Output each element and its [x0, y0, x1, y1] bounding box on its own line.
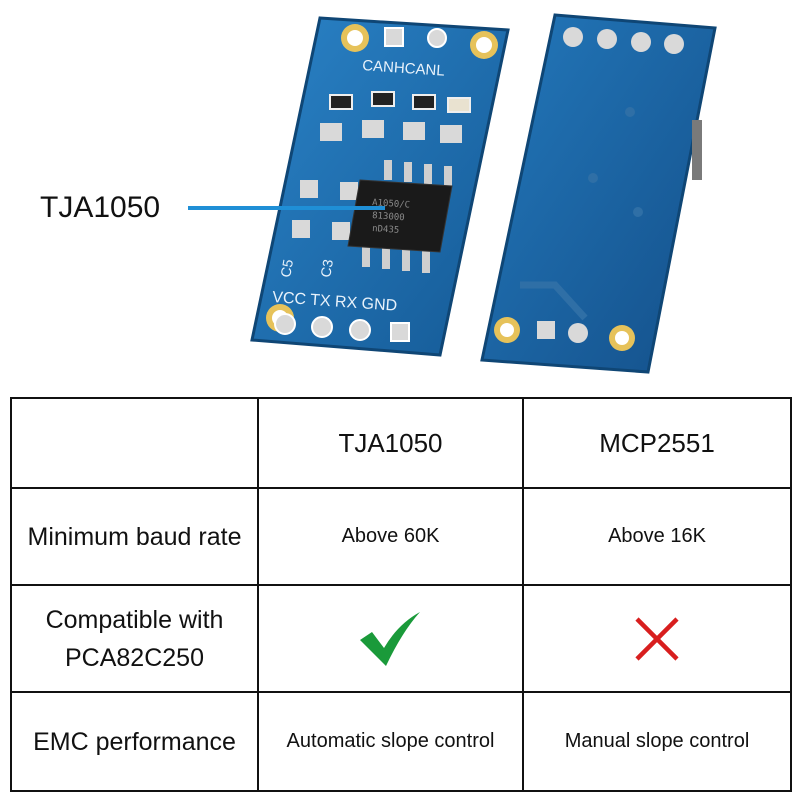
- row-label-line: Compatible with: [45, 605, 224, 634]
- table-row: Minimum baud rate Above 60K Above 16K: [10, 487, 792, 586]
- check-icon: [359, 611, 420, 666]
- tja1050-compatibility: [257, 584, 524, 693]
- header-tja1050: TJA1050: [257, 397, 524, 489]
- row-label-baud-rate: Minimum baud rate: [10, 487, 259, 586]
- row-label-line: EMC performance: [33, 727, 236, 756]
- header-empty-cell: [10, 397, 259, 489]
- row-label-compatibility: Compatible with PCA82C250: [10, 584, 259, 693]
- mcp2551-baud-rate: Above 16K: [522, 487, 792, 586]
- chip-callout-label: TJA1050: [40, 191, 161, 224]
- table-row: Compatible with PCA82C250: [10, 584, 792, 693]
- table-row: EMC performance Automatic slope control …: [10, 691, 792, 792]
- front-board: CANHCANL A1050/C 813000 nD435 C5 C3 VCC …: [250, 16, 510, 357]
- back-board: [480, 13, 717, 374]
- comparison-table: TJA1050 MCP2551 Minimum baud rate Above …: [10, 397, 792, 792]
- board-silk-c3: C3: [317, 258, 336, 279]
- row-label-line: PCA82C250: [65, 643, 204, 672]
- svg-text:nD435: nD435: [372, 224, 400, 236]
- tja1050-chip: [347, 179, 453, 253]
- board-silk-canbus: CANHCANL: [362, 57, 446, 80]
- mcp2551-emc: Manual slope control: [522, 691, 792, 792]
- header-mcp2551: MCP2551: [522, 397, 792, 489]
- row-label-line: Minimum baud rate: [27, 522, 242, 551]
- svg-text:813000: 813000: [372, 211, 405, 223]
- board-silk-c5: C5: [277, 258, 296, 279]
- table-header-row: TJA1050 MCP2551: [10, 397, 792, 489]
- tja1050-baud-rate: Above 60K: [257, 487, 524, 586]
- row-label-emc: EMC performance: [10, 691, 259, 792]
- mcp2551-compatibility: [522, 584, 792, 693]
- cross-icon: [635, 616, 679, 661]
- product-photo: CANHCANL A1050/C 813000 nD435 C5 C3 VCC …: [188, 13, 717, 374]
- tja1050-emc: Automatic slope control: [257, 691, 524, 792]
